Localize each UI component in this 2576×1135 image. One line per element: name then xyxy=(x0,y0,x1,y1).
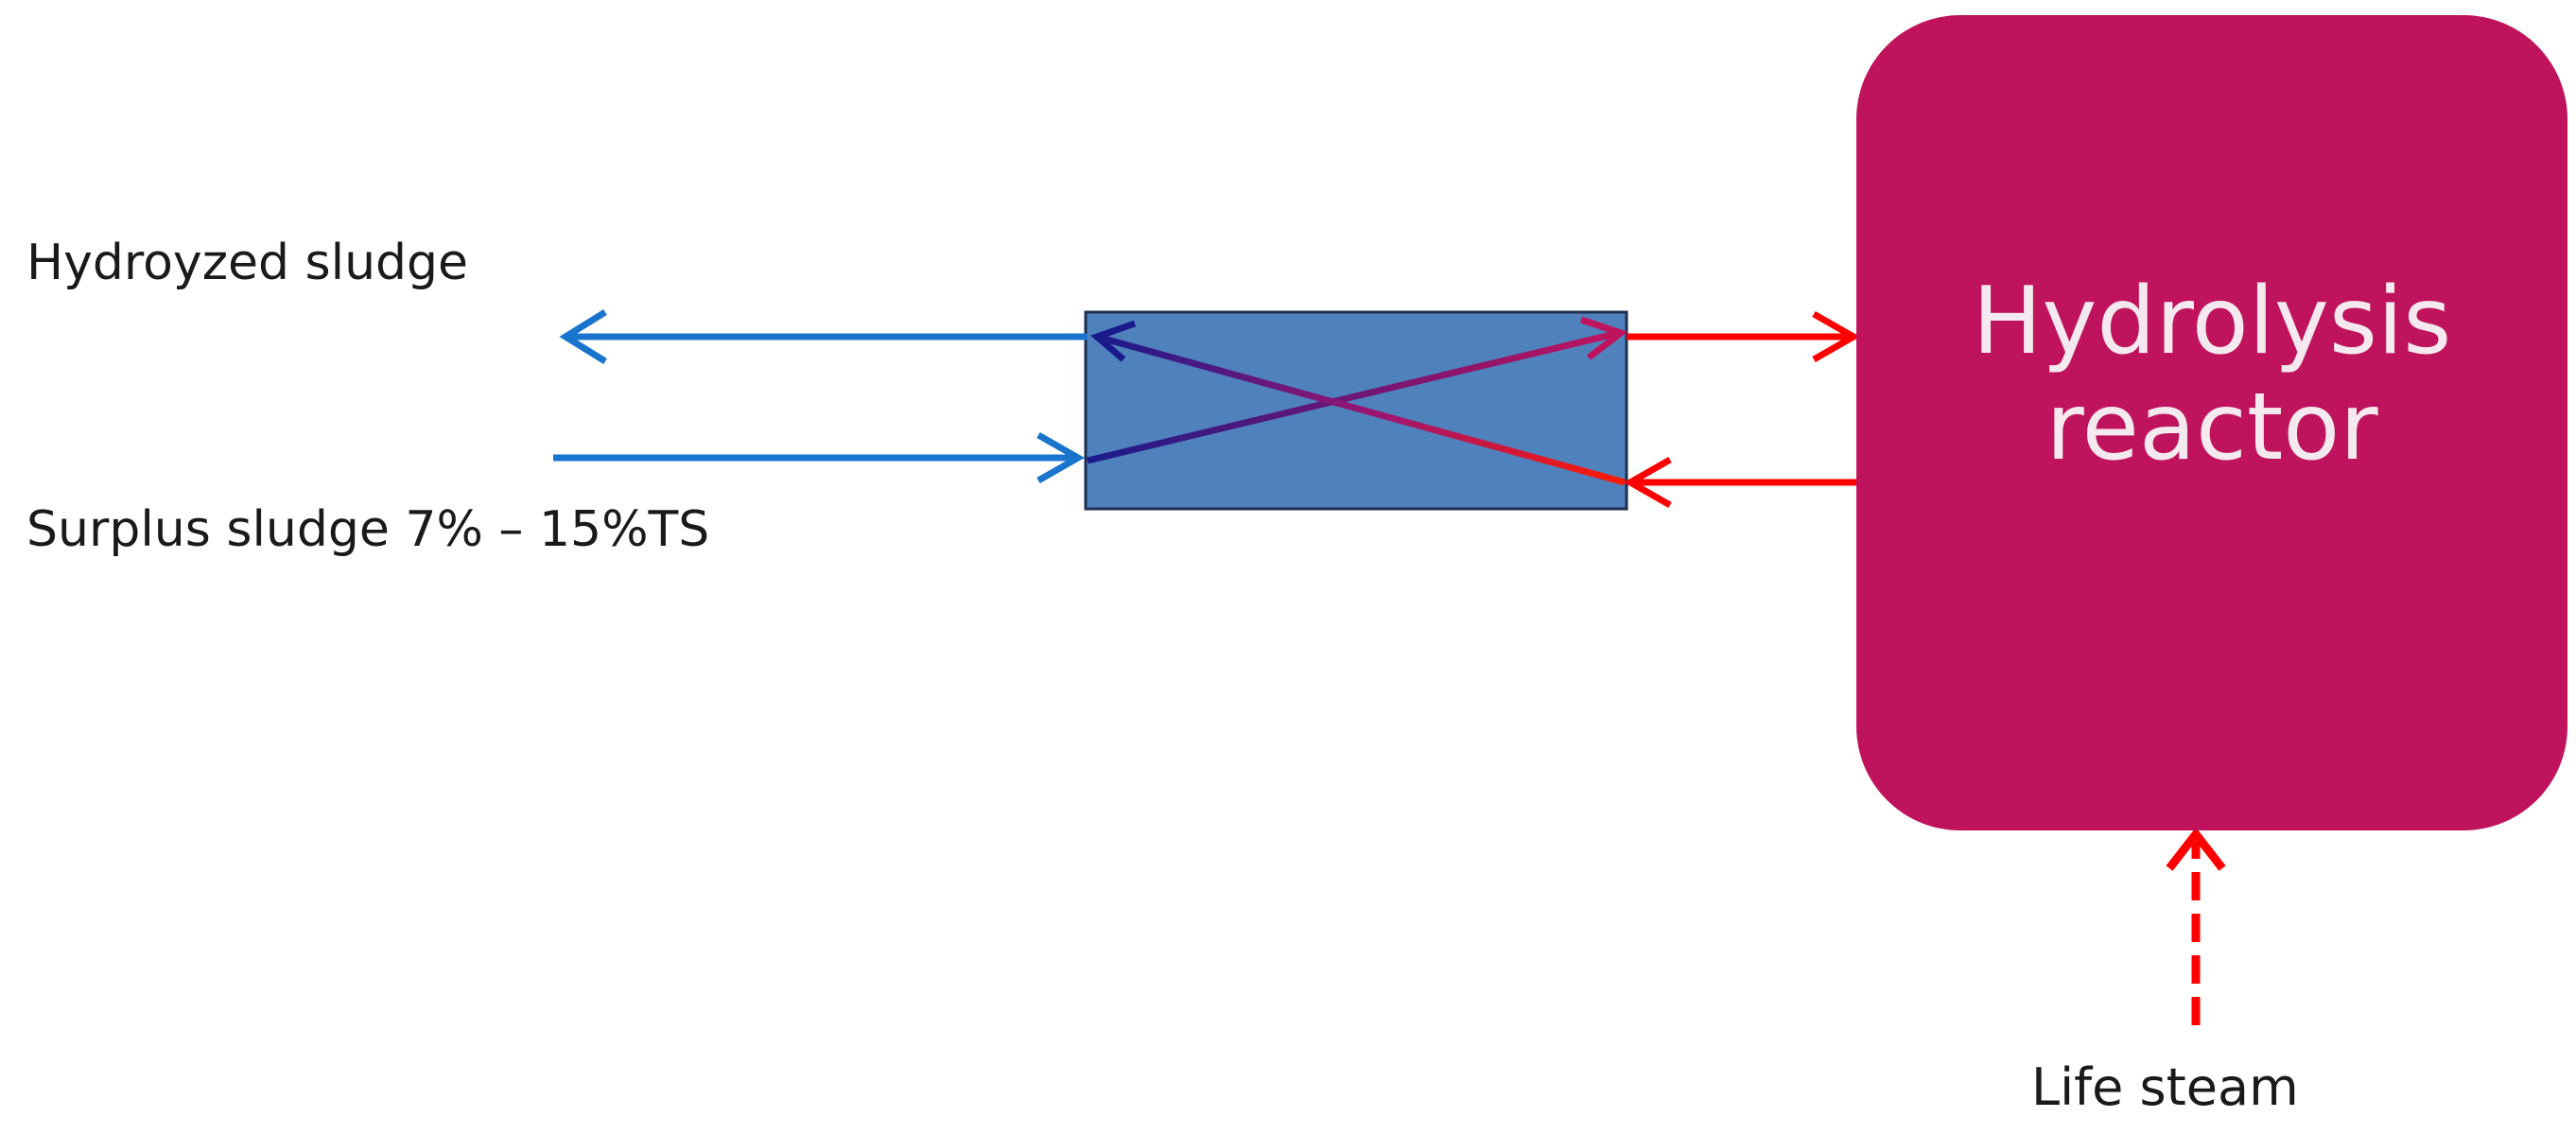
hydrolyzed-sludge-label: Hydroyzed sludge xyxy=(26,235,469,291)
reactor-label-line1: Hydrolysis xyxy=(1972,268,2452,375)
flow-from-reactor-arrow xyxy=(1623,456,1856,509)
surplus-sludge-arrow xyxy=(553,431,1086,484)
hydrolysis-reactor: Hydrolysis reactor xyxy=(1856,15,2567,830)
exchanger-inner-flow-hydrolyzed xyxy=(1090,320,1626,486)
life-steam-arrow xyxy=(2166,827,2226,1025)
exchanger-inner-flow-surplus xyxy=(1087,316,1628,464)
surplus-sludge-label: Surplus sludge 7% – 15%TS xyxy=(26,501,710,558)
hydrolyzed-sludge-arrow xyxy=(559,309,1088,364)
flow-to-reactor-arrow xyxy=(1627,310,1861,363)
life-steam-label: Life steam xyxy=(2031,1057,2299,1117)
reactor-label: Hydrolysis reactor xyxy=(1856,269,2567,480)
reactor-label-line2: reactor xyxy=(2045,374,2378,481)
